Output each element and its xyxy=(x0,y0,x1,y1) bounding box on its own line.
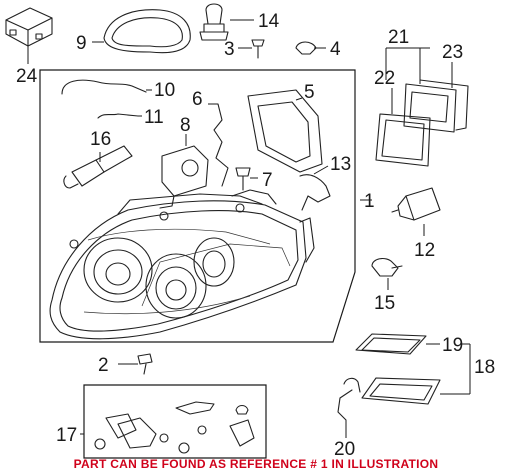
callout-24: 24 xyxy=(16,66,38,87)
callout-22: 22 xyxy=(374,68,395,89)
retainer-13 xyxy=(299,174,331,211)
seal-ring-9 xyxy=(103,9,191,54)
callout-6: 6 xyxy=(192,89,203,110)
callout-1: 1 xyxy=(364,191,375,212)
callout-9: 9 xyxy=(76,33,87,54)
leader-lines xyxy=(27,19,471,438)
ballast-cover-19 xyxy=(355,333,427,355)
callout-3: 3 xyxy=(224,39,235,60)
callout-23: 23 xyxy=(442,42,463,63)
callout-14: 14 xyxy=(258,11,280,32)
bolt-7 xyxy=(235,167,251,191)
mounting-frame-5 xyxy=(247,89,323,173)
headlamp-assembly-frame xyxy=(39,69,356,343)
igniter-12 xyxy=(391,187,441,221)
lamp-socket-8 xyxy=(159,145,209,209)
callout-8: 8 xyxy=(180,115,191,136)
callout-19: 19 xyxy=(442,335,463,356)
screw-3 xyxy=(251,39,265,59)
ballast-unit-20 xyxy=(337,377,441,421)
headlamp-housing xyxy=(49,189,315,340)
callout-12: 12 xyxy=(414,240,435,261)
wire-harness-10 xyxy=(61,79,147,95)
control-module-24 xyxy=(5,7,53,47)
callout-15: 15 xyxy=(374,293,395,314)
bulb-14 xyxy=(199,3,229,41)
callout-5: 5 xyxy=(304,82,315,103)
bracket-6 xyxy=(213,103,229,187)
callout-13: 13 xyxy=(330,154,351,175)
callout-18: 18 xyxy=(474,357,495,378)
callout-21: 21 xyxy=(388,27,409,48)
wire-harness-11 xyxy=(97,113,139,119)
callout-11: 11 xyxy=(144,107,164,128)
callout-7: 7 xyxy=(262,170,273,191)
mounting-kit-parts-17 xyxy=(94,401,255,454)
ballast-parts-22-23 xyxy=(375,79,469,167)
callout-4: 4 xyxy=(330,39,341,60)
reference-note: PART CAN BE FOUND AS REFERENCE # 1 IN IL… xyxy=(73,457,439,471)
callout-17: 17 xyxy=(56,425,77,446)
callout-10: 10 xyxy=(154,80,175,101)
side-bulb-15 xyxy=(371,257,403,277)
screw-2 xyxy=(137,353,153,375)
callout-16: 16 xyxy=(90,129,111,150)
callout-2: 2 xyxy=(98,355,109,376)
clip-4 xyxy=(295,41,317,55)
socket-16 xyxy=(63,145,133,189)
callout-20: 20 xyxy=(334,439,355,460)
mounting-kit-frame xyxy=(83,384,267,459)
